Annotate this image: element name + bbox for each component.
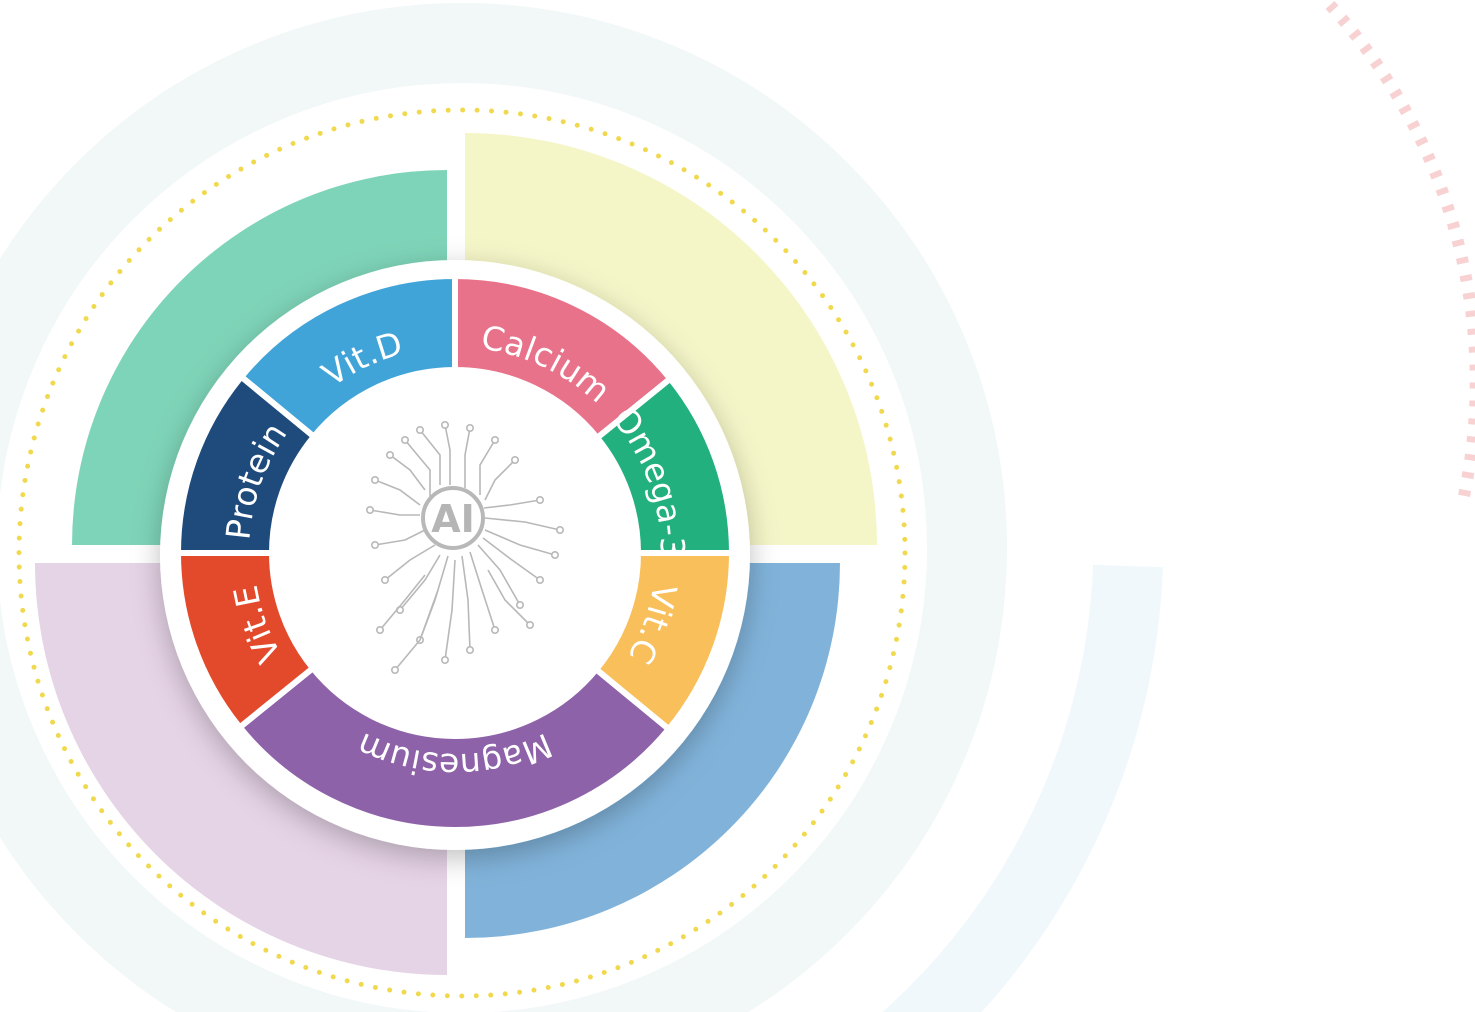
circuit-trace: [444, 559, 456, 661]
circuit-trace: [374, 479, 421, 506]
circuit-trace: [482, 537, 541, 581]
circuit-trace: [444, 424, 451, 485]
circuit-node: [440, 420, 449, 429]
circuit-node: [375, 625, 384, 634]
circuit-node: [555, 525, 564, 534]
center-disc: [272, 370, 638, 736]
circuit-trace: [419, 429, 441, 485]
background-ring-large: [0, 3, 1007, 1012]
circuit-trace: [484, 459, 516, 501]
circuit-node: [400, 435, 409, 444]
circuit-trace: [487, 569, 531, 626]
circuit-node: [440, 655, 449, 664]
circuit-node: [370, 475, 379, 484]
circuit-node: [535, 575, 544, 584]
circuit-trace: [369, 509, 420, 516]
circuit-node: [525, 620, 534, 629]
circuit-node: [465, 423, 474, 432]
nutrient-ring: [174, 272, 736, 833]
background-ring-arc: [882, 564, 1163, 1012]
circuit-trace: [374, 529, 426, 546]
dotted-ring: [16, 107, 908, 999]
circuit-trace: [399, 554, 441, 611]
circuit-node: [535, 495, 544, 504]
circuit-node: [390, 665, 399, 674]
circuit-trace: [464, 427, 471, 488]
circuit-head-icon: [365, 420, 564, 674]
background-dashed-arc: [1325, 0, 1475, 507]
circuit-trace: [484, 529, 556, 556]
circuit-trace: [484, 517, 561, 531]
ai-badge-ring: [421, 486, 485, 550]
circuit-node: [415, 425, 424, 434]
ai-badge-text: AI: [431, 497, 475, 541]
circuit-node: [515, 600, 524, 609]
circuit-trace: [479, 439, 496, 495]
circuit-trace: [483, 499, 541, 509]
circuit-node: [550, 550, 559, 559]
circuit-node: [365, 505, 374, 514]
circuit-node: [490, 625, 499, 634]
circuit-node: [380, 575, 389, 584]
circuit-trace: [469, 551, 496, 631]
circuit-trace: [389, 454, 426, 491]
circuit-trace: [404, 439, 431, 500]
center-ai-emblem: AI: [272, 370, 638, 736]
circuit-trace: [379, 574, 426, 631]
circuit-node: [465, 645, 474, 654]
circuit-node: [385, 450, 394, 459]
circuit-trace: [461, 555, 471, 651]
circuit-node: [490, 435, 499, 444]
circuit-trace: [477, 544, 521, 606]
circuit-trace: [384, 544, 436, 581]
circuit-trace: [394, 589, 439, 671]
circuit-node: [510, 455, 519, 464]
circuit-node: [370, 540, 379, 549]
